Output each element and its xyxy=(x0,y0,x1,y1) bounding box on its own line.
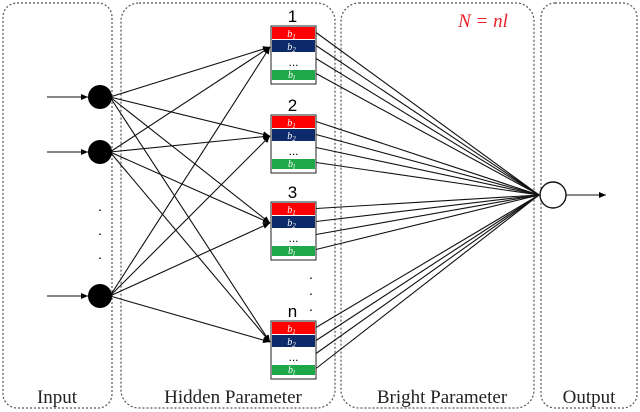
parameter-cell-b2 xyxy=(272,40,315,52)
input-to-block-line xyxy=(109,135,271,297)
output-panel-label: Output xyxy=(563,387,617,408)
block-to-output-line xyxy=(315,194,540,251)
input-ellipsis: · xyxy=(98,225,103,241)
block-to-output-line xyxy=(315,194,540,341)
parameter-cell-label: b2 xyxy=(287,218,296,230)
block-to-output-line xyxy=(315,73,540,196)
block-ellipsis: · xyxy=(309,301,314,317)
input-layer: · · · xyxy=(47,85,112,308)
block-to-output-line xyxy=(315,194,540,236)
parameter-cell-label: bl xyxy=(288,365,295,377)
input-ellipsis: · xyxy=(98,249,103,265)
parameter-cell-label: b2 xyxy=(287,337,296,349)
parameter-cell-ellipsis: ... xyxy=(288,231,298,245)
parameter-cell-... xyxy=(272,348,315,364)
block-to-output-line xyxy=(315,58,540,196)
input-node xyxy=(88,85,112,109)
parameter-cell-label: b1 xyxy=(287,29,296,41)
parameter-cell-label: b1 xyxy=(287,324,296,336)
parameter-cell-b2 xyxy=(272,335,315,347)
hidden-parameter-panel-label: Hidden Parameter xyxy=(164,387,302,408)
hidden-block-label: 2 xyxy=(288,96,297,115)
input-panel xyxy=(2,2,113,409)
block-to-output-line xyxy=(315,194,540,328)
input-node xyxy=(88,284,112,308)
parameter-cell-label: bl xyxy=(288,70,295,82)
block-to-output-line xyxy=(315,146,540,196)
hidden-block-label: n xyxy=(288,302,297,321)
parameter-cell-... xyxy=(272,53,315,69)
block-ellipsis: · xyxy=(309,269,314,285)
parameter-cell-bl xyxy=(272,365,315,375)
parameter-cell-label: b1 xyxy=(287,118,296,130)
block-ellipsis: · xyxy=(309,285,314,301)
parameter-cell-b2 xyxy=(272,129,315,141)
parameter-cell-bl xyxy=(272,70,315,80)
parameter-cell-ellipsis: ... xyxy=(288,144,298,158)
block-to-output-line xyxy=(315,194,540,354)
parameter-cell-b2 xyxy=(272,216,315,228)
bright-parameter-panel xyxy=(340,2,535,409)
output-layer xyxy=(539,181,606,209)
input-to-block-line xyxy=(109,295,271,343)
parameter-cell-b1 xyxy=(272,27,315,39)
hidden-parameter-panel xyxy=(120,2,336,409)
input-node xyxy=(88,140,112,164)
input-to-block-line xyxy=(109,46,271,153)
input-to-block-line xyxy=(109,133,271,153)
input-to-block-line xyxy=(109,46,271,297)
parameter-cell-label: bl xyxy=(288,159,295,171)
parameter-cell-ellipsis: ... xyxy=(288,350,298,364)
block-to-output-line xyxy=(315,194,540,223)
block-to-output-line xyxy=(315,45,540,196)
parameter-cell-label: b2 xyxy=(287,131,296,143)
input-to-block-line xyxy=(109,96,271,138)
parameter-cell-b1 xyxy=(272,116,315,128)
parameter-cell-label: b1 xyxy=(287,205,296,217)
hidden-parameter-blocks: 1b1b2...bl2b1b2...bl3b1b2...blnb1b2...bl… xyxy=(270,7,317,380)
hidden-block-label: 3 xyxy=(288,183,297,202)
block-to-output-line xyxy=(315,194,540,210)
input-to-block-line xyxy=(109,46,271,98)
parameter-cell-b1 xyxy=(272,203,315,215)
hidden-block-label: 1 xyxy=(288,7,297,26)
output-panel xyxy=(540,2,638,409)
parameter-cell-bl xyxy=(272,246,315,256)
parameter-cell-label: b2 xyxy=(287,42,296,54)
block-to-output-line xyxy=(315,133,540,196)
input-to-block-line xyxy=(109,151,271,343)
parameter-cell-label: bl xyxy=(288,246,295,258)
formula-label: N = nl xyxy=(457,11,508,32)
parameter-cell-... xyxy=(272,142,315,158)
input-to-block-line xyxy=(109,151,271,224)
parameter-cell-ellipsis: ... xyxy=(288,55,298,69)
parameter-cell-bl xyxy=(272,159,315,169)
block-to-output-line xyxy=(315,120,540,196)
bright-parameter-panel-label: Bright Parameter xyxy=(377,387,508,408)
parameter-cell-b1 xyxy=(272,322,315,334)
input-to-block-line xyxy=(109,96,271,343)
input-ellipsis: · xyxy=(98,201,103,217)
block-to-output-line xyxy=(315,161,540,196)
block-to-output-line xyxy=(315,194,540,369)
input-panel-label: Input xyxy=(37,387,78,408)
connections xyxy=(109,32,540,369)
output-node xyxy=(539,181,567,209)
input-to-block-line xyxy=(109,96,271,224)
block-to-output-line xyxy=(315,32,540,196)
parameter-cell-... xyxy=(272,229,315,245)
input-to-block-line xyxy=(109,222,271,297)
